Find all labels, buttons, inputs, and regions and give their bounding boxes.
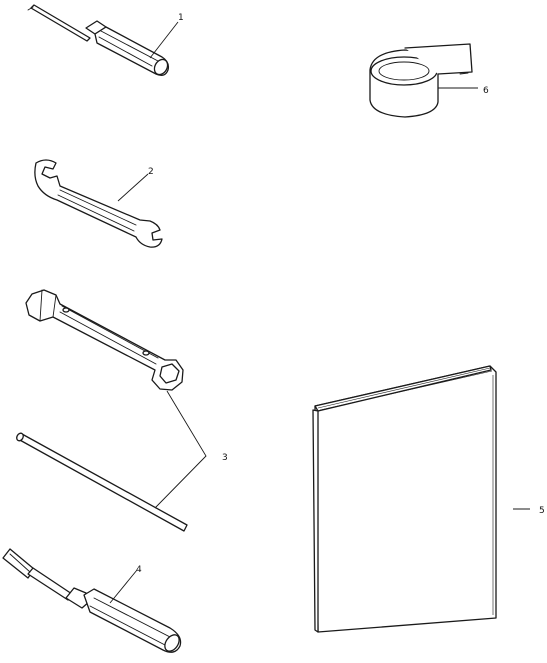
callout-4: 4 [136, 565, 142, 575]
wrench-2 [34, 159, 163, 248]
screwdriver-1 [27, 4, 170, 76]
screwdriver-4 [2, 548, 182, 653]
leader-2 [117, 173, 149, 202]
callout-6: 6 [483, 86, 489, 96]
manual-5 [312, 365, 497, 633]
callout-3: 3 [222, 453, 228, 463]
tape-roll-6 [369, 43, 473, 118]
callout-1: 1 [178, 13, 184, 23]
callout-2: 2 [148, 167, 154, 177]
leader-1 [149, 21, 179, 59]
leader-3 [154, 390, 207, 509]
callout-5: 5 [539, 506, 545, 516]
leader-4 [109, 569, 138, 604]
tommy-bar-3 [16, 432, 188, 532]
tube-wrench-3 [25, 289, 184, 391]
